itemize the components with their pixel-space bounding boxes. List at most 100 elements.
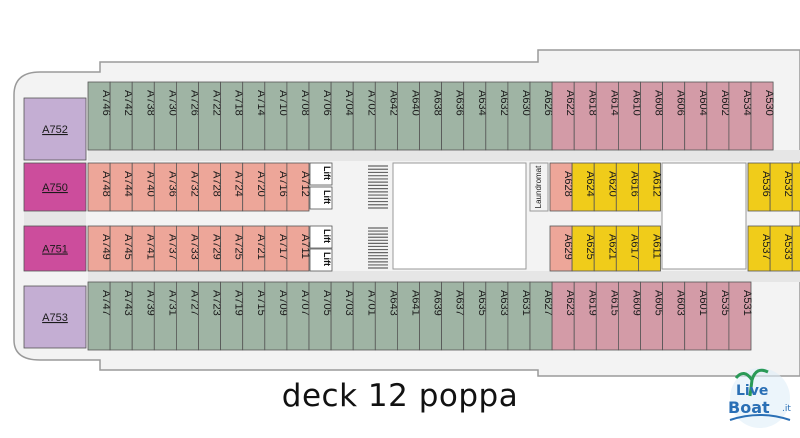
cabin-A740[interactable]: A740	[131, 162, 156, 212]
cabin-A618[interactable]: A618	[573, 81, 598, 151]
cabin-A742[interactable]: A742	[109, 81, 134, 151]
cabin-A746[interactable]: A746	[87, 81, 112, 151]
cabin-A606[interactable]: A606	[662, 81, 687, 151]
cabin-A640[interactable]: A640	[396, 81, 421, 151]
cabin-A715[interactable]: A715	[242, 281, 267, 351]
cabin-A702[interactable]: A702	[352, 81, 377, 151]
cabin-A731[interactable]: A731	[153, 281, 178, 351]
cabin-A730[interactable]: A730	[153, 81, 178, 151]
cabin-A611[interactable]: A611	[638, 225, 662, 272]
cabin-A615[interactable]: A615	[595, 281, 620, 351]
cabin-A751[interactable]: A751	[23, 225, 87, 272]
cabin-A741[interactable]: A741	[131, 225, 156, 272]
cabin-A729[interactable]: A729	[198, 225, 223, 272]
cabin-A605[interactable]: A605	[640, 281, 665, 351]
cabin-A632[interactable]: A632	[485, 81, 510, 151]
cabin-A643[interactable]: A643	[374, 281, 399, 351]
cabin-A710[interactable]: A710	[264, 81, 289, 151]
cabin-A737[interactable]: A737	[153, 225, 178, 272]
cabin-A625[interactable]: A625	[571, 225, 596, 272]
cabin-A610[interactable]: A610	[618, 81, 642, 151]
cabin-A622[interactable]: A622	[551, 81, 576, 151]
cabin-A744[interactable]: A744	[109, 162, 134, 212]
cabin-A633[interactable]: A633	[485, 281, 510, 351]
cabin-A530[interactable]: A530	[750, 81, 775, 151]
cabin-A603[interactable]: A603	[662, 281, 687, 351]
cabin-A723[interactable]: A723	[198, 281, 223, 351]
cabin-A712[interactable]: A712	[286, 162, 311, 212]
cabin-A721[interactable]: A721	[242, 225, 267, 272]
cabin-A617[interactable]: A617	[615, 225, 640, 272]
cabin-A711[interactable]: A711	[286, 225, 311, 272]
cabin-A620[interactable]: A620	[593, 162, 618, 212]
cabin-A743[interactable]: A743	[109, 281, 134, 351]
cabin-A736[interactable]: A736	[153, 162, 178, 212]
cabin-A638[interactable]: A638	[419, 81, 444, 151]
cabin-A608[interactable]: A608	[640, 81, 665, 151]
cabin-A612[interactable]: A612	[638, 162, 662, 212]
cabin-A720[interactable]: A720	[242, 162, 267, 212]
cabin-A724[interactable]: A724	[220, 162, 245, 212]
cabin-A709[interactable]: A709	[264, 281, 289, 351]
cabin-A739[interactable]: A739	[131, 281, 156, 351]
cabin-A634[interactable]: A634	[463, 81, 488, 151]
cabin-A635[interactable]: A635	[463, 281, 488, 351]
cabin-A718[interactable]: A718	[220, 81, 245, 151]
cabin-A609[interactable]: A609	[618, 281, 642, 351]
cabin-A749[interactable]: A749	[87, 225, 112, 272]
cabin-A753[interactable]: A753	[23, 285, 87, 349]
cabin-A631[interactable]: A631	[507, 281, 532, 351]
cabin-A627[interactable]: A627	[529, 281, 554, 351]
cabin-A601[interactable]: A601	[684, 281, 709, 351]
cabin-A748[interactable]: A748	[87, 162, 112, 212]
cabin-A628[interactable]: A628	[549, 162, 574, 212]
cabin-A708[interactable]: A708	[286, 81, 311, 151]
cabin-A732[interactable]: A732	[175, 162, 200, 212]
cabin-A707[interactable]: A707	[286, 281, 311, 351]
cabin-A637[interactable]: A637	[441, 281, 466, 351]
cabin-A614[interactable]: A614	[595, 81, 620, 151]
cabin-A714[interactable]: A714	[242, 81, 267, 151]
cabin-A616[interactable]: A616	[615, 162, 640, 212]
cabin-A719[interactable]: A719	[220, 281, 245, 351]
cabin-A619[interactable]: A619	[573, 281, 598, 351]
cabin-A639[interactable]: A639	[419, 281, 444, 351]
cabin-A722[interactable]: A722	[198, 81, 223, 151]
cabin-A727[interactable]: A727	[175, 281, 200, 351]
cabin-A701[interactable]: A701	[352, 281, 377, 351]
cabin-A528[interactable]: A528	[791, 162, 800, 212]
cabin-A532[interactable]: A532	[769, 162, 794, 212]
cabin-A629[interactable]: A629	[549, 225, 574, 272]
cabin-A745[interactable]: A745	[109, 225, 134, 272]
cabin-A602[interactable]: A602	[706, 81, 731, 151]
cabin-A536[interactable]: A536	[747, 162, 772, 212]
cabin-A529[interactable]: A529	[791, 225, 800, 272]
cabin-A725[interactable]: A725	[220, 225, 245, 272]
cabin-A750[interactable]: A750	[23, 162, 87, 212]
cabin-A623[interactable]: A623	[551, 281, 576, 351]
cabin-A703[interactable]: A703	[330, 281, 355, 351]
cabin-A604[interactable]: A604	[684, 81, 709, 151]
cabin-A636[interactable]: A636	[441, 81, 466, 151]
cabin-A717[interactable]: A717	[264, 225, 289, 272]
cabin-A537[interactable]: A537	[747, 225, 772, 272]
cabin-A624[interactable]: A624	[571, 162, 596, 212]
cabin-A733[interactable]: A733	[175, 225, 200, 272]
cabin-A533[interactable]: A533	[769, 225, 794, 272]
cabin-A738[interactable]: A738	[131, 81, 156, 151]
cabin-A747[interactable]: A747	[87, 281, 112, 351]
cabin-A630[interactable]: A630	[507, 81, 532, 151]
cabin-A705[interactable]: A705	[308, 281, 333, 351]
cabin-A642[interactable]: A642	[374, 81, 399, 151]
cabin-A534[interactable]: A534	[728, 81, 753, 151]
cabin-A706[interactable]: A706	[308, 81, 333, 151]
cabin-A728[interactable]: A728	[198, 162, 223, 212]
cabin-A704[interactable]: A704	[330, 81, 355, 151]
cabin-A726[interactable]: A726	[175, 81, 200, 151]
cabin-A531[interactable]: A531	[728, 281, 753, 351]
cabin-A621[interactable]: A621	[593, 225, 618, 272]
cabin-A535[interactable]: A535	[706, 281, 731, 351]
cabin-A626[interactable]: A626	[529, 81, 554, 151]
cabin-A752[interactable]: A752	[23, 97, 87, 161]
cabin-A716[interactable]: A716	[264, 162, 289, 212]
